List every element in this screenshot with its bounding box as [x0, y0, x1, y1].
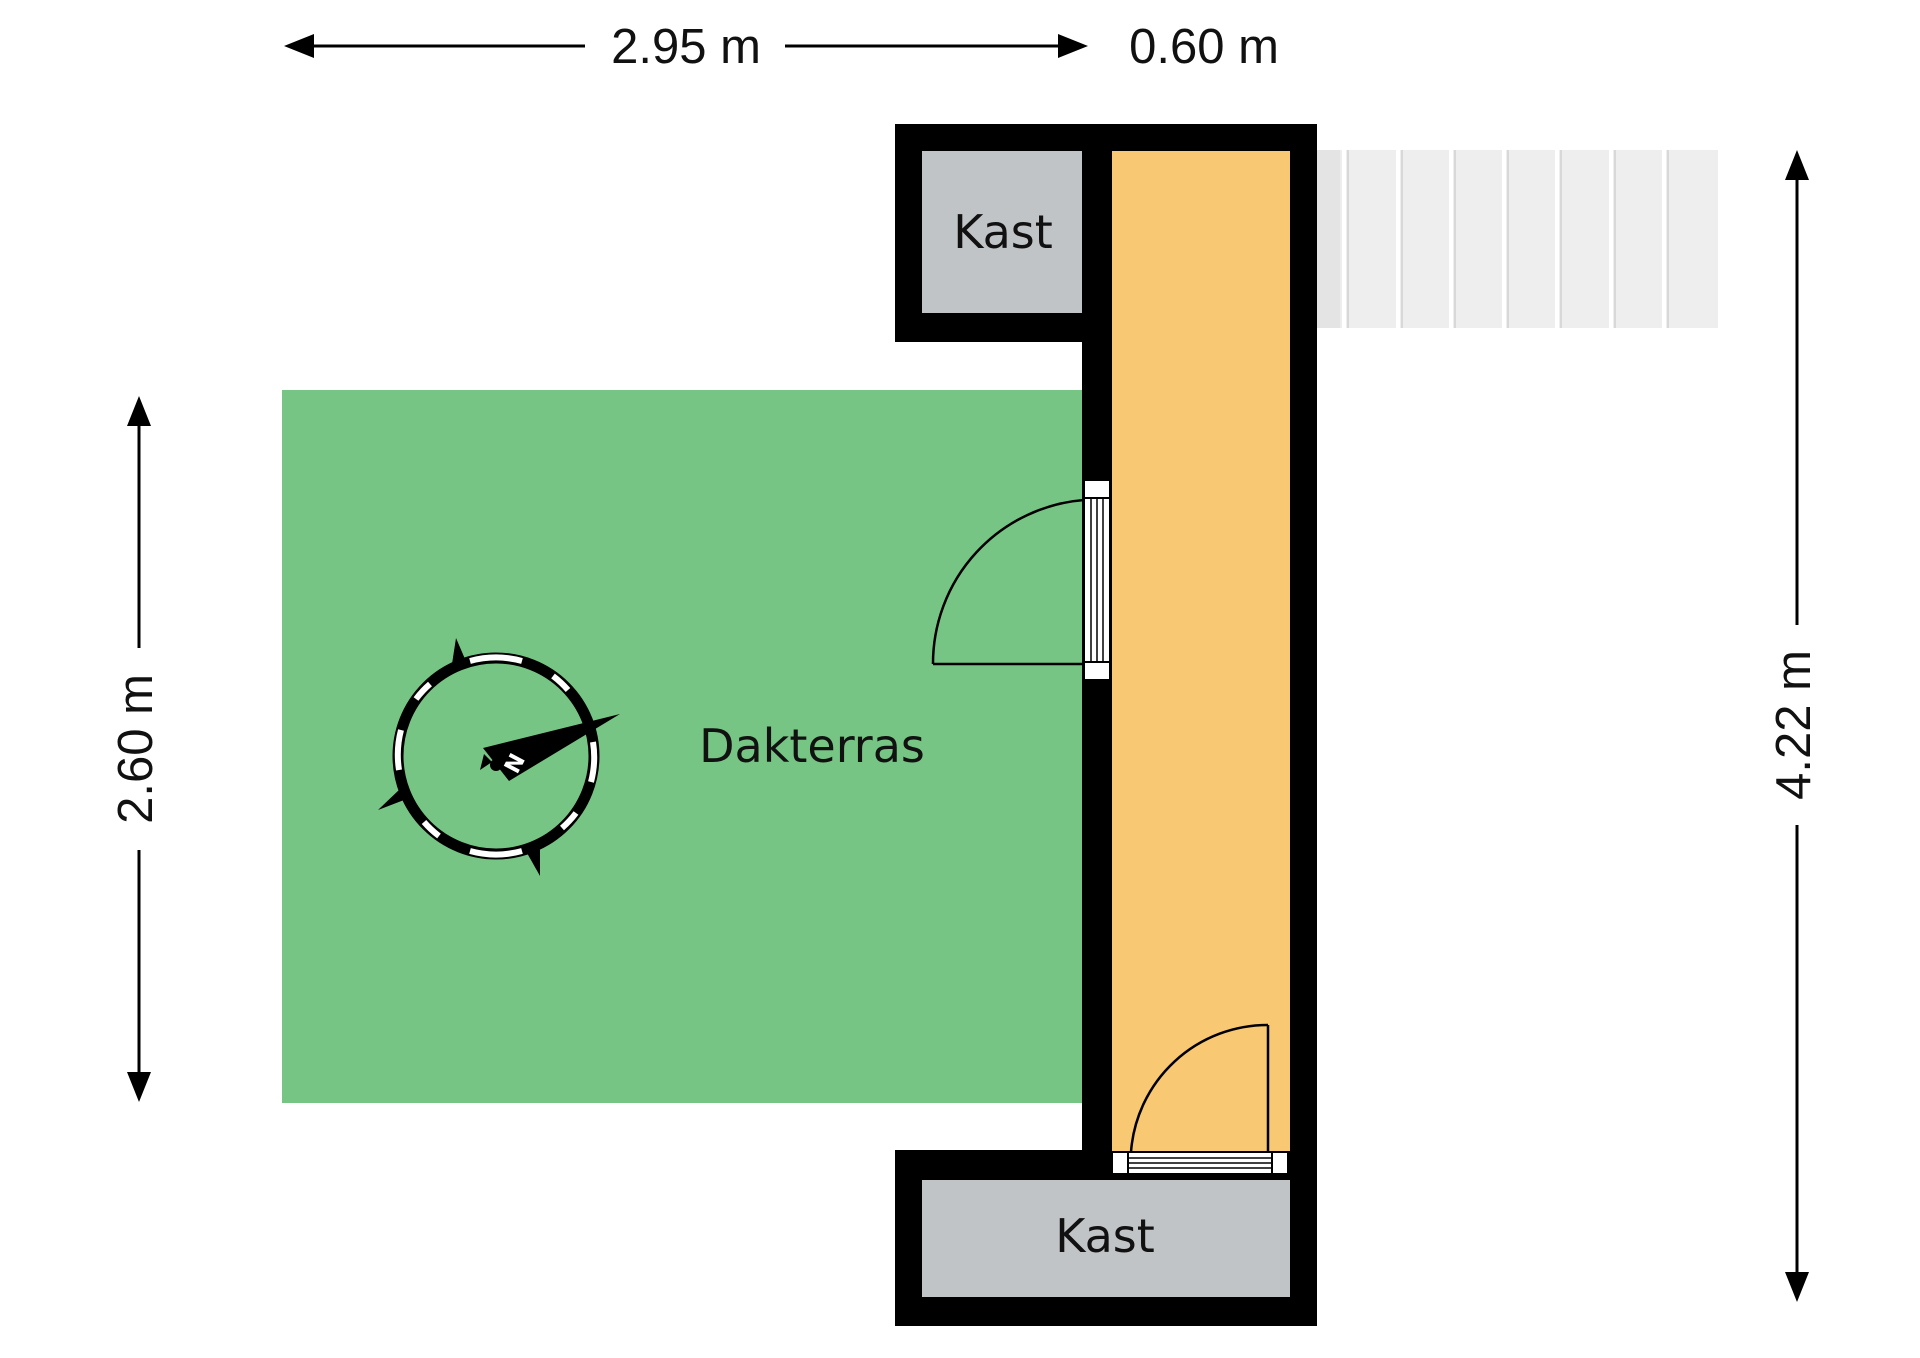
closet-top	[922, 151, 1082, 313]
dimension-label-top-left: 2.95 m	[611, 20, 761, 74]
arrowhead-left-icon	[284, 34, 314, 58]
terrace-door	[931, 479, 1111, 681]
terrace-label: Dakterras	[699, 719, 925, 773]
arrowhead-down-icon	[127, 1072, 151, 1102]
dimension-right: 4.22 m	[1767, 150, 1821, 1302]
stairs	[1290, 150, 1718, 328]
dimension-top: 2.95 m 0.60 m	[284, 20, 1279, 74]
arrowhead-up-icon	[127, 396, 151, 426]
dimension-label-top-right: 0.60 m	[1129, 20, 1279, 74]
closet-bottom-label: Kast	[1055, 1209, 1155, 1263]
arrowhead-right-icon	[1058, 34, 1088, 58]
compass-icon: N	[378, 638, 620, 876]
terrace-area	[282, 390, 1090, 1103]
closet-door	[1111, 1023, 1289, 1175]
dimension-label-right: 4.22 m	[1767, 650, 1821, 800]
dimension-label-left: 2.60 m	[109, 674, 163, 824]
closet-bottom	[922, 1180, 1290, 1297]
dimension-left: 2.60 m	[109, 396, 163, 1102]
hallway-area	[1112, 151, 1290, 1151]
closet-top-label: Kast	[953, 205, 1053, 259]
arrowhead-down-icon	[1785, 1272, 1809, 1302]
arrowhead-up-icon	[1785, 150, 1809, 180]
